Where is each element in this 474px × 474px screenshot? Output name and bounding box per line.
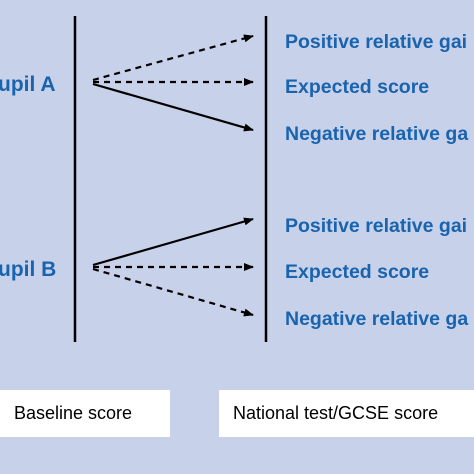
pupil-b-label: upil B bbox=[0, 258, 56, 281]
pupil-a-outcome-positive: Positive relative gai bbox=[285, 31, 467, 53]
pupil-b-outcome-expected: Expected score bbox=[285, 261, 429, 283]
pupil-b-arrow-negative bbox=[92, 267, 254, 317]
pupil-a-outcome-expected: Expected score bbox=[285, 76, 429, 98]
pupil-a-arrow-negative bbox=[92, 82, 254, 132]
pupil-b-outcome-positive: Positive relative gai bbox=[285, 215, 467, 237]
pupil-a-outcome-negative: Negative relative ga bbox=[285, 123, 468, 145]
pupil-b-outcome-negative: Negative relative ga bbox=[285, 308, 468, 330]
baseline-score-box: Baseline score bbox=[0, 390, 170, 437]
pupil-a-label: upil A bbox=[0, 73, 56, 96]
baseline-score-label: Baseline score bbox=[14, 403, 133, 423]
national-score-label: National test/GCSE score bbox=[233, 403, 439, 423]
national-score-box: National test/GCSE score bbox=[219, 390, 474, 437]
pupil-b-arrow-positive bbox=[92, 217, 254, 267]
pupil-a-arrow-positive bbox=[92, 34, 254, 82]
